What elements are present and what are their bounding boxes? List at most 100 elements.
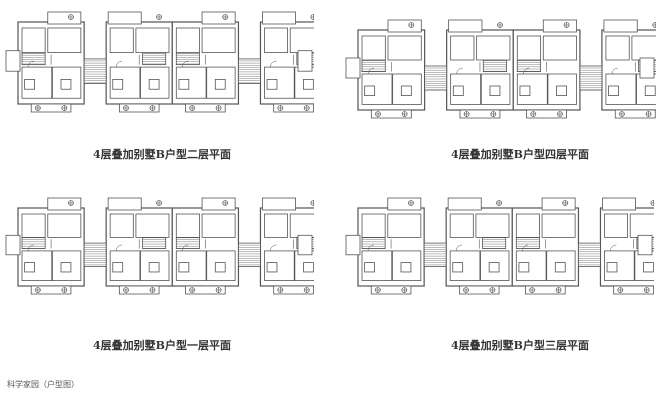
bed [364,262,375,273]
side-entrance [637,234,653,256]
stairs [361,60,386,73]
caption-floor-2: 4层叠加别墅B户型二层平面 [93,148,231,161]
door-swing [367,244,374,251]
stairs [482,237,507,249]
door-swing [456,67,463,75]
bed [518,262,530,273]
bed [400,85,412,97]
bathroom [541,213,576,238]
balcony [47,197,82,211]
door-swing [610,244,617,251]
bathroom [631,35,656,61]
bed [178,262,190,273]
stairs [516,60,542,73]
bedroom [449,213,474,238]
bed [266,262,278,273]
door-swing [115,244,123,251]
door-swing [27,60,34,68]
terrace [273,103,314,113]
bathroom [47,27,82,54]
floor-plan-2 [5,11,314,113]
bed [24,79,35,90]
floor-plan-4 [345,19,656,119]
bed [303,79,314,90]
bathroom [475,213,510,238]
bathroom [289,213,314,238]
bed [643,262,654,273]
bed [148,262,160,273]
bathroom [201,27,236,54]
balcony [448,19,483,33]
stairs [361,237,386,249]
terrace [30,103,72,113]
terrace [370,109,412,119]
terrace [370,285,412,295]
bed [489,85,501,97]
bedroom [604,213,629,238]
balcony [541,197,576,211]
central-stairs [579,65,603,91]
stairs [515,237,540,249]
bedroom [605,35,630,61]
door-swing [367,67,375,75]
bedroom [361,35,386,61]
bed [452,85,464,97]
bedroom [450,35,475,61]
bed [178,79,190,90]
bed [112,262,124,273]
terrace [30,285,72,295]
door-swing [270,60,277,68]
bedroom [515,213,540,238]
bed [148,79,160,90]
terrace [118,285,160,295]
caption-floor-4: 4层叠加别墅B户型四层平面 [451,148,589,161]
bed [608,85,619,97]
terrace [273,285,314,295]
bed [214,262,226,273]
terrace [458,285,500,295]
balcony [107,197,142,211]
terrace [118,103,160,113]
balcony [107,11,142,25]
terrace [526,109,567,119]
caption-floor-1: 4层叠加别墅B户型一层平面 [93,339,231,352]
terrace [185,285,226,295]
bed [519,85,531,97]
central-stairs [83,242,107,267]
bathroom [135,213,170,238]
terrace [613,285,654,295]
bedroom [516,35,542,61]
bed [60,79,72,90]
balcony [262,197,296,211]
bed [400,262,412,273]
door-swing [521,244,529,251]
bed [112,79,124,90]
central-stairs [424,65,448,91]
door-swing [611,67,618,75]
balcony [47,11,82,25]
stairs [142,52,167,66]
side-entrance [345,57,361,79]
bathroom [289,27,314,54]
terrace [459,109,501,119]
bedroom [21,27,46,54]
side-entrance [297,234,313,256]
bed [364,85,376,97]
central-stairs [423,242,447,267]
terrace [185,103,226,113]
bed [60,262,72,273]
balcony [201,11,236,25]
bed [24,262,35,273]
bedroom [361,250,393,281]
balcony [387,19,422,33]
bathroom [629,213,654,238]
stairs [142,237,167,249]
door-swing [181,60,189,68]
bedroom [264,213,289,238]
door-swing [115,60,123,68]
bathroom [387,213,422,238]
door-swing [523,67,530,75]
floor-plan-1 [5,197,314,295]
balcony [447,197,482,211]
bedroom [109,213,134,238]
